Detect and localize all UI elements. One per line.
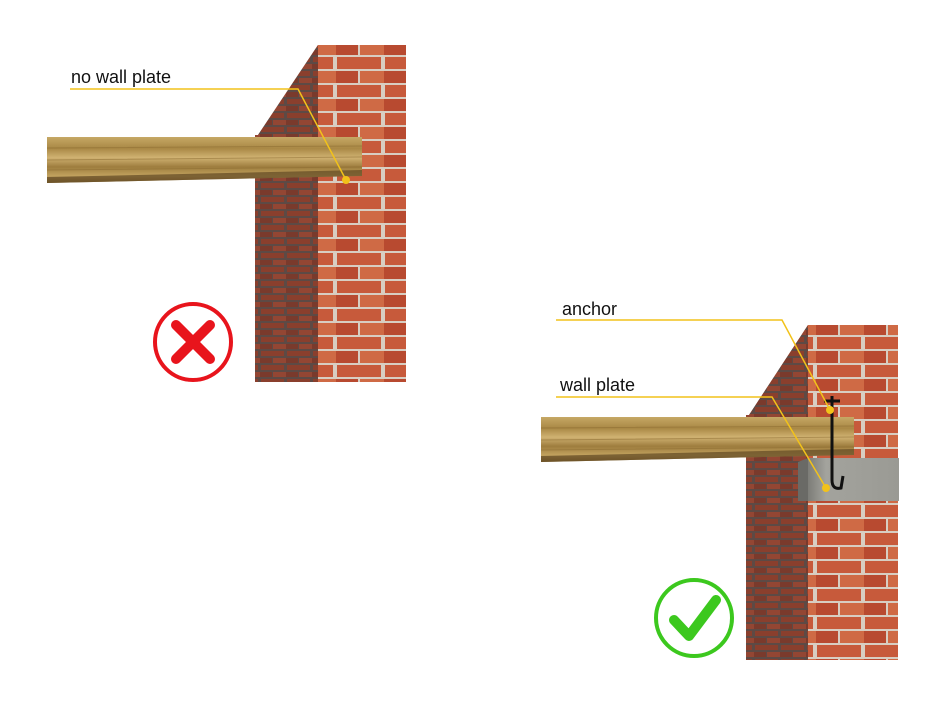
label-no-wall-plate: no wall plate [71, 67, 171, 87]
anchor-bolt [824, 396, 845, 490]
check-circle-icon [654, 578, 734, 658]
wood-joist [46, 137, 363, 183]
wall-plate [798, 458, 899, 501]
wood-joist [540, 417, 855, 462]
label-anchor: anchor [562, 299, 617, 319]
callout-anchor: anchor [556, 299, 834, 414]
correct-scene: anchor wall plate [540, 299, 899, 660]
callout-wall-plate: wall plate [556, 375, 830, 492]
incorrect-scene: no wall plate [46, 45, 406, 382]
x-circle-icon [153, 302, 233, 382]
callout-no-wall-plate: no wall plate [70, 67, 350, 184]
label-wall-plate: wall plate [559, 375, 635, 395]
brick-wall-face [318, 45, 406, 382]
